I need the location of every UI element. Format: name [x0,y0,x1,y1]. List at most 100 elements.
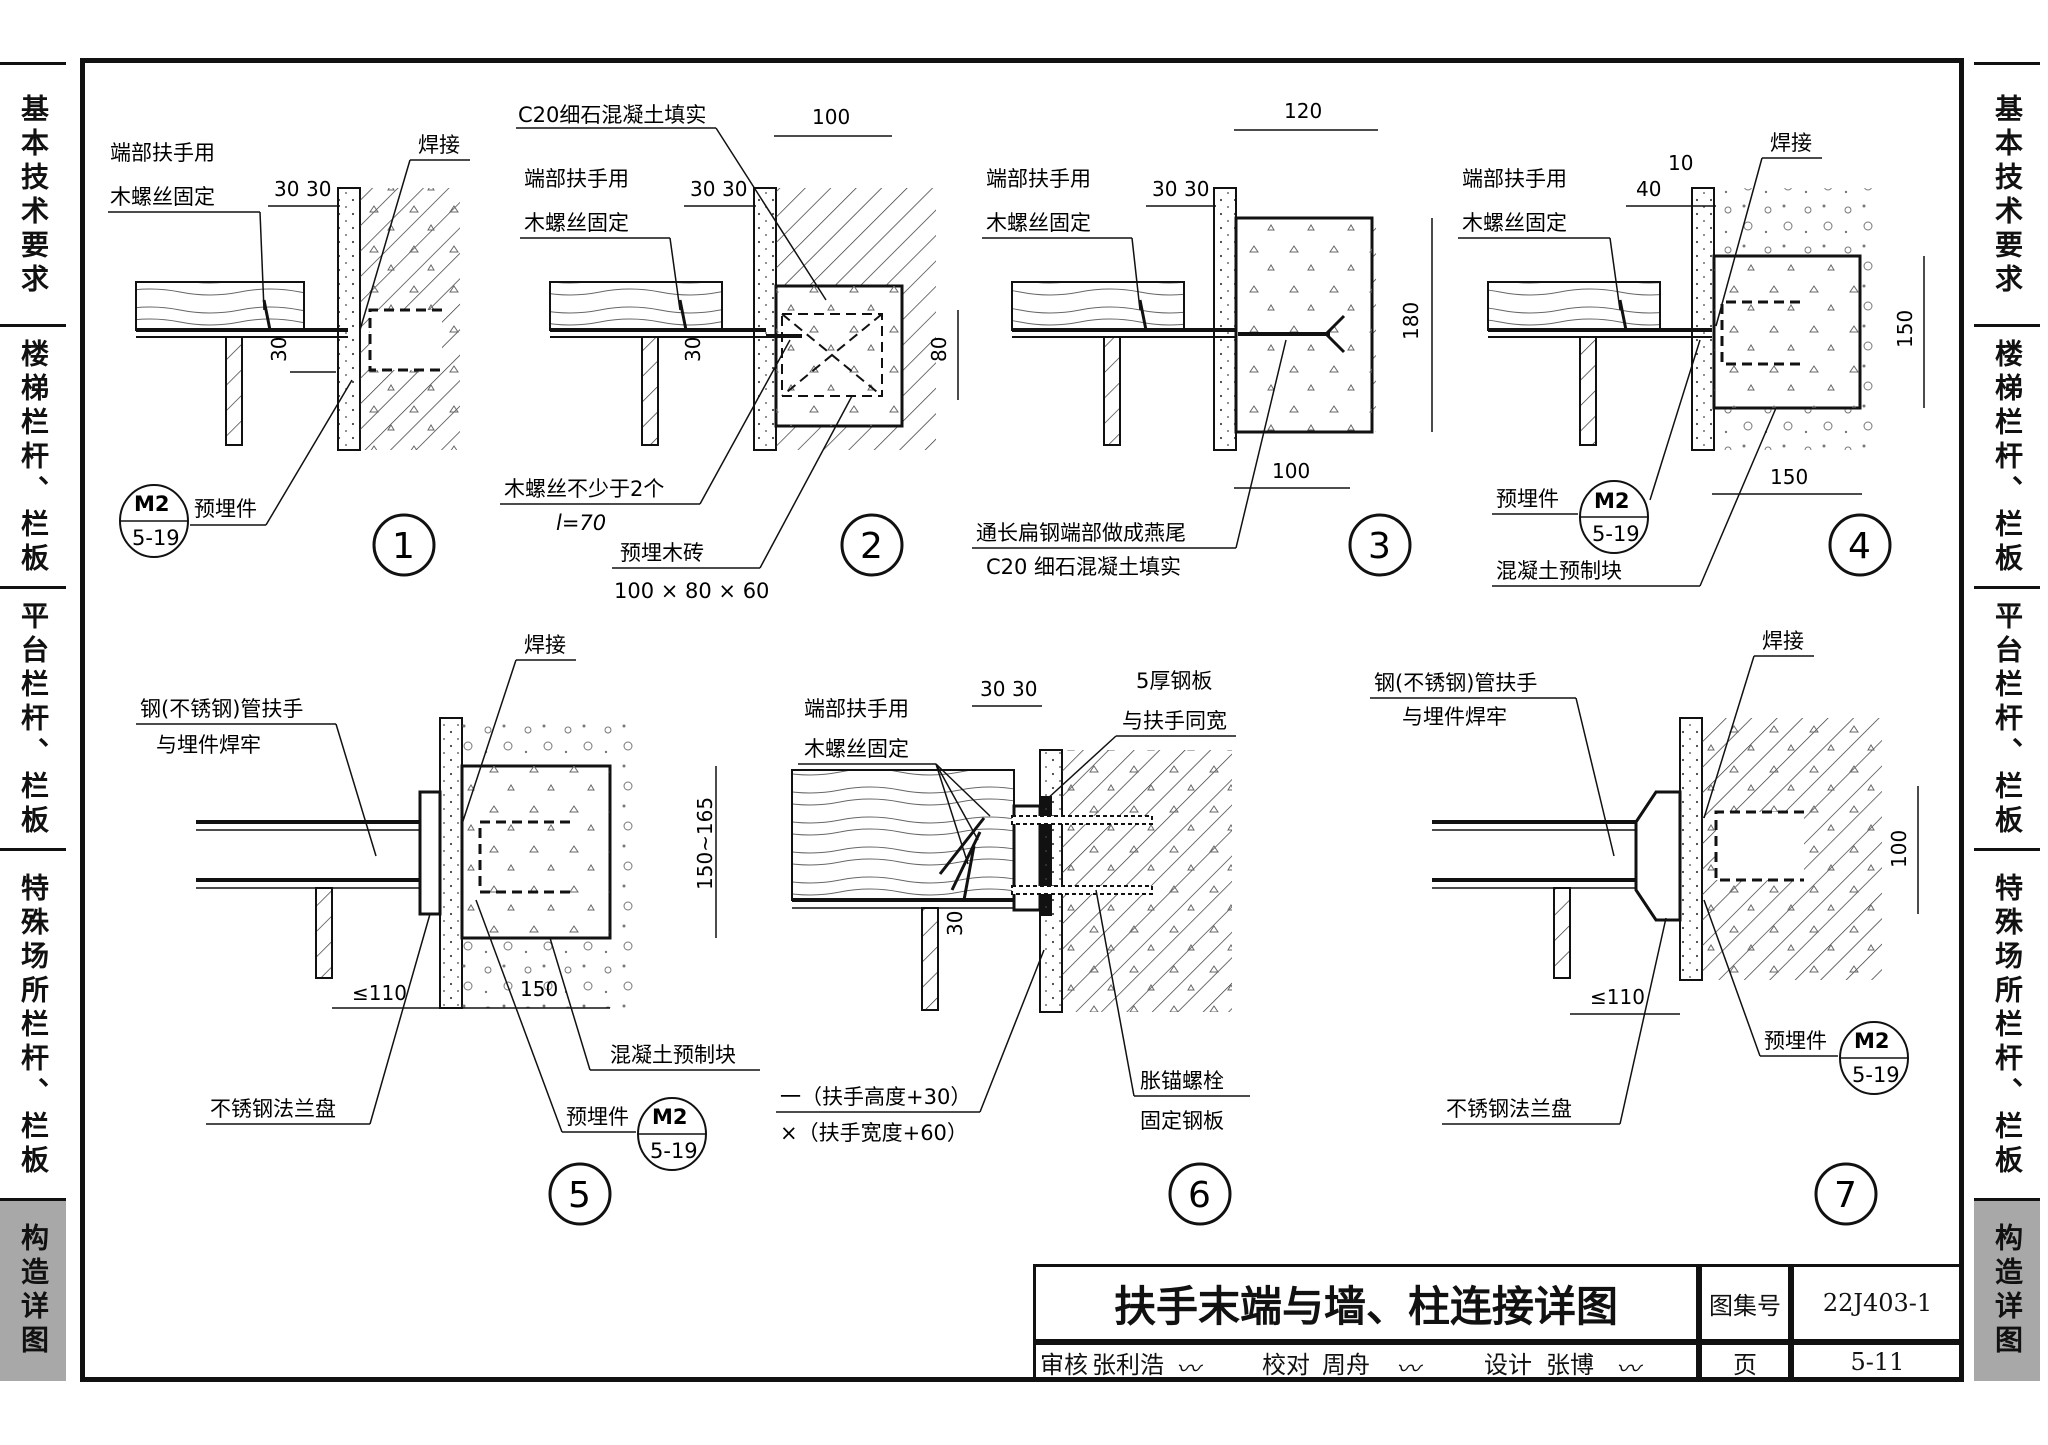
svg-text:胀锚螺栓: 胀锚螺栓 [1140,1069,1224,1093]
svg-text:与扶手同宽: 与扶手同宽 [1122,709,1227,733]
svg-text:焊接: 焊接 [524,633,566,657]
svg-text:30: 30 [980,677,1005,701]
svg-text:100: 100 [1272,459,1310,483]
sidebar-tab-detail[interactable]: 构造详图 [0,1198,66,1381]
svg-text:4: 4 [1848,526,1871,567]
svg-text:30: 30 [690,177,715,201]
sidebar-tab-platform-right[interactable]: 平台栏杆、栏板 [1974,586,2040,851]
svg-text:端部扶手用: 端部扶手用 [1462,167,1567,191]
detail-4: 端部扶手用 木螺丝固定 焊接 40 10 150 150 预埋件 M2 5-19… [1458,131,1925,587]
svg-text:混凝土预制块: 混凝土预制块 [1496,559,1622,583]
checker-name: 周舟 [1322,1350,1370,1379]
svg-text:端部扶手用: 端部扶手用 [110,141,215,165]
sidebar-tab-detail-right[interactable]: 构造详图 [1974,1198,2040,1381]
svg-text:焊接: 焊接 [1762,629,1804,653]
page-label: 页 [1699,1342,1791,1382]
atlas-label: 图集号 [1699,1264,1791,1342]
svg-text:5-19: 5-19 [132,526,180,550]
detail-7: 钢(不锈钢)管扶手 与埋件焊牢 焊接 100 ≤110 预埋件 M2 5-19 … [1370,629,1919,1226]
svg-text:端部扶手用: 端部扶手用 [986,167,1091,191]
svg-text:木螺丝固定: 木螺丝固定 [1462,211,1567,235]
svg-text:30: 30 [1152,177,1177,201]
svg-text:钢(不锈钢)管扶手: 钢(不锈钢)管扶手 [140,697,303,721]
reviewer-signature: 〰 [1176,1355,1200,1383]
svg-text:预埋木砖: 预埋木砖 [620,541,704,565]
checker-signature: 〰 [1396,1355,1420,1383]
atlas-number: 22J403-1 [1791,1264,1964,1342]
svg-text:40: 40 [1636,177,1661,201]
sidebar-tab-stair[interactable]: 楼梯栏杆、栏板 [0,324,66,589]
svg-text:30: 30 [943,911,967,936]
svg-text:30: 30 [681,337,705,362]
svg-text:通长扁钢端部做成燕尾: 通长扁钢端部做成燕尾 [976,521,1186,545]
svg-text:30: 30 [722,177,747,201]
svg-text:C20细石混凝土填实: C20细石混凝土填实 [518,103,706,127]
svg-text:钢(不锈钢)管扶手: 钢(不锈钢)管扶手 [1374,671,1537,695]
svg-text:焊接: 焊接 [1770,131,1812,155]
svg-text:C20 细石混凝土填实: C20 细石混凝土填实 [986,555,1181,579]
svg-text:不锈钢法兰盘: 不锈钢法兰盘 [1446,1097,1572,1121]
svg-text:预埋件: 预埋件 [194,497,257,521]
svg-text:3: 3 [1368,526,1391,567]
svg-text:固定钢板: 固定钢板 [1140,1109,1224,1133]
svg-text:5-19: 5-19 [1592,522,1640,546]
svg-text:M2: M2 [134,492,170,516]
svg-text:80: 80 [927,337,951,362]
svg-text:预埋件: 预埋件 [1764,1029,1827,1053]
detail-1: 端部扶手用 木螺丝固定 焊接 30 30 30 M2 5-19 预埋件 1 [108,133,470,577]
svg-text:×（扶手宽度+60）: ×（扶手宽度+60） [780,1121,968,1145]
svg-text:端部扶手用: 端部扶手用 [524,167,629,191]
svg-text:不锈钢法兰盘: 不锈钢法兰盘 [210,1097,336,1121]
svg-text:一（扶手高度+30）: 一（扶手高度+30） [780,1085,971,1109]
svg-text:与埋件焊牢: 与埋件焊牢 [1402,705,1507,729]
svg-text:2: 2 [860,526,883,567]
svg-text:30: 30 [1184,177,1209,201]
sidebar-tab-special[interactable]: 特殊场所栏杆、栏板 [0,848,66,1201]
svg-text:M2: M2 [1854,1029,1890,1053]
reviewer-name: 张利浩 [1092,1350,1164,1379]
page-number: 5-11 [1791,1342,1964,1382]
svg-text:7: 7 [1834,1175,1857,1216]
sidebar-tab-special-right[interactable]: 特殊场所栏杆、栏板 [1974,848,2040,1201]
svg-text:与埋件焊牢: 与埋件焊牢 [156,733,261,757]
svg-text:30: 30 [267,337,291,362]
svg-text:≤110: ≤110 [1590,985,1645,1009]
svg-text:100: 100 [812,105,850,129]
svg-text:木螺丝不少于2个: 木螺丝不少于2个 [504,477,664,501]
svg-text:5-19: 5-19 [650,1139,698,1163]
svg-text:30: 30 [1012,677,1037,701]
svg-text:≤110: ≤110 [352,981,407,1005]
sidebar-tab-stair-right[interactable]: 楼梯栏杆、栏板 [1974,324,2040,589]
detail-5: 钢(不锈钢)管扶手 与埋件焊牢 焊接 150~165 ≤110 150 混凝土预… [136,633,760,1226]
design-label: 设计 [1484,1350,1532,1379]
svg-text:150: 150 [520,977,558,1001]
svg-text:30: 30 [306,177,331,201]
sidebar-tab-platform[interactable]: 平台栏杆、栏板 [0,586,66,851]
svg-text:150: 150 [1893,310,1917,348]
svg-text:10: 10 [1668,151,1693,175]
drawing-frame [80,58,1964,1382]
svg-text:5-19: 5-19 [1852,1063,1900,1087]
sidebar-tab-basic-right[interactable]: 基本技术要求 [1974,62,2040,327]
svg-text:M2: M2 [652,1105,688,1129]
svg-text:120: 120 [1284,99,1322,123]
detail-6: 端部扶手用 木螺丝固定 30 30 30 5厚钢板 与扶手同宽 胀锚螺栓 固定钢… [776,669,1250,1226]
svg-text:预埋件: 预埋件 [566,1105,629,1129]
svg-text:150: 150 [1770,465,1808,489]
designer-name: 张博 [1546,1350,1594,1379]
svg-text:端部扶手用: 端部扶手用 [804,697,909,721]
svg-text:混凝土预制块: 混凝土预制块 [610,1043,736,1067]
svg-text:木螺丝固定: 木螺丝固定 [524,211,629,235]
svg-text:5: 5 [568,1175,591,1216]
svg-text:5厚钢板: 5厚钢板 [1136,669,1212,693]
detail-3: 端部扶手用 木螺丝固定 30 30 120 180 100 通长扁钢端部做成燕尾… [972,99,1433,579]
detail-2: C20细石混凝土填实 端部扶手用 木螺丝固定 30 30 30 100 80 木… [500,103,959,603]
check-label: 校对 [1262,1350,1310,1379]
svg-text:150~165: 150~165 [693,797,717,890]
svg-text:木螺丝固定: 木螺丝固定 [804,737,909,761]
svg-text:焊接: 焊接 [418,133,460,157]
sidebar-tab-basic[interactable]: 基本技术要求 [0,62,66,327]
svg-text:M2: M2 [1594,489,1630,513]
drawing-title: 扶手末端与墙、柱连接详图 [1033,1264,1699,1342]
